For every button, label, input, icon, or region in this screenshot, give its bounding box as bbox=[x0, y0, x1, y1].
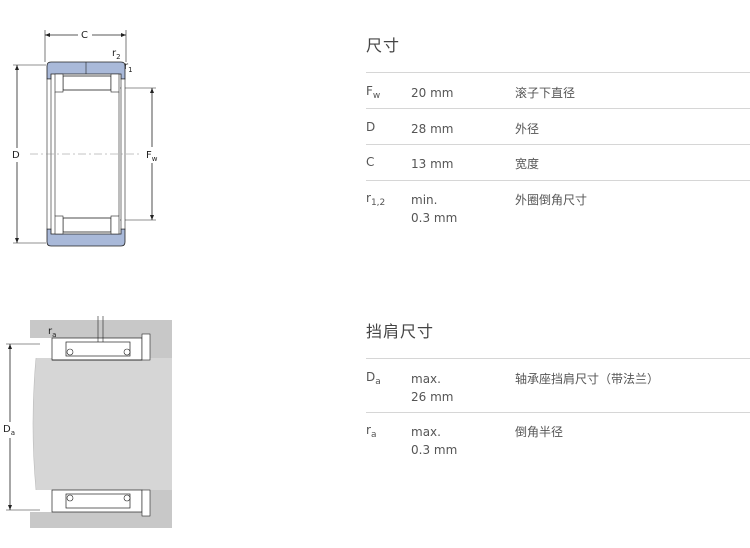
dimension-symbol: r1,2 bbox=[366, 191, 386, 208]
dimension-value: max.0.3 mm bbox=[411, 425, 458, 457]
abutment-dimension-drawing: ra Da bbox=[2, 316, 172, 528]
dimension-value: max.26 mm bbox=[411, 372, 454, 404]
dimensions-section-title: 尺寸 bbox=[366, 36, 401, 55]
dimension-symbol: C bbox=[366, 155, 375, 169]
dimension-value: 20 mm bbox=[411, 86, 454, 100]
divider bbox=[366, 358, 750, 359]
divider bbox=[366, 108, 750, 109]
dimension-label-d: D bbox=[12, 150, 20, 161]
dimension-symbol: Da bbox=[366, 370, 381, 387]
dimension-label-ra: ra bbox=[48, 326, 56, 339]
dimension-description: 宽度 bbox=[515, 157, 540, 171]
dimension-description: 倒角半径 bbox=[515, 425, 564, 439]
dimension-symbol: D bbox=[366, 120, 376, 134]
divider bbox=[366, 180, 750, 181]
dimension-symbol: Fw bbox=[366, 84, 381, 101]
dimension-symbol: ra bbox=[366, 423, 377, 440]
dimension-value: 13 mm bbox=[411, 157, 454, 171]
bearing-dimension-drawing: C r2 r1 D Fw bbox=[11, 28, 163, 247]
divider bbox=[366, 72, 750, 73]
dimension-description: 轴承座挡肩尺寸（带法兰） bbox=[515, 372, 660, 386]
dimension-label-da: Da bbox=[3, 424, 15, 437]
dimension-label-r2: r2 bbox=[112, 48, 121, 61]
dimension-label-fw: Fw bbox=[146, 150, 158, 163]
dimension-label-r1: r1 bbox=[124, 61, 133, 74]
dimension-value: 28 mm bbox=[411, 122, 454, 136]
dimension-label-c: C bbox=[81, 30, 88, 41]
abutment-section-title: 挡肩尺寸 bbox=[366, 322, 435, 341]
dimension-description: 外圈倒角尺寸 bbox=[515, 193, 588, 207]
dimension-description: 滚子下直径 bbox=[515, 86, 576, 100]
dimension-description: 外径 bbox=[515, 122, 540, 136]
dimension-value: min.0.3 mm bbox=[411, 193, 458, 225]
divider bbox=[366, 412, 750, 413]
divider bbox=[366, 144, 750, 145]
